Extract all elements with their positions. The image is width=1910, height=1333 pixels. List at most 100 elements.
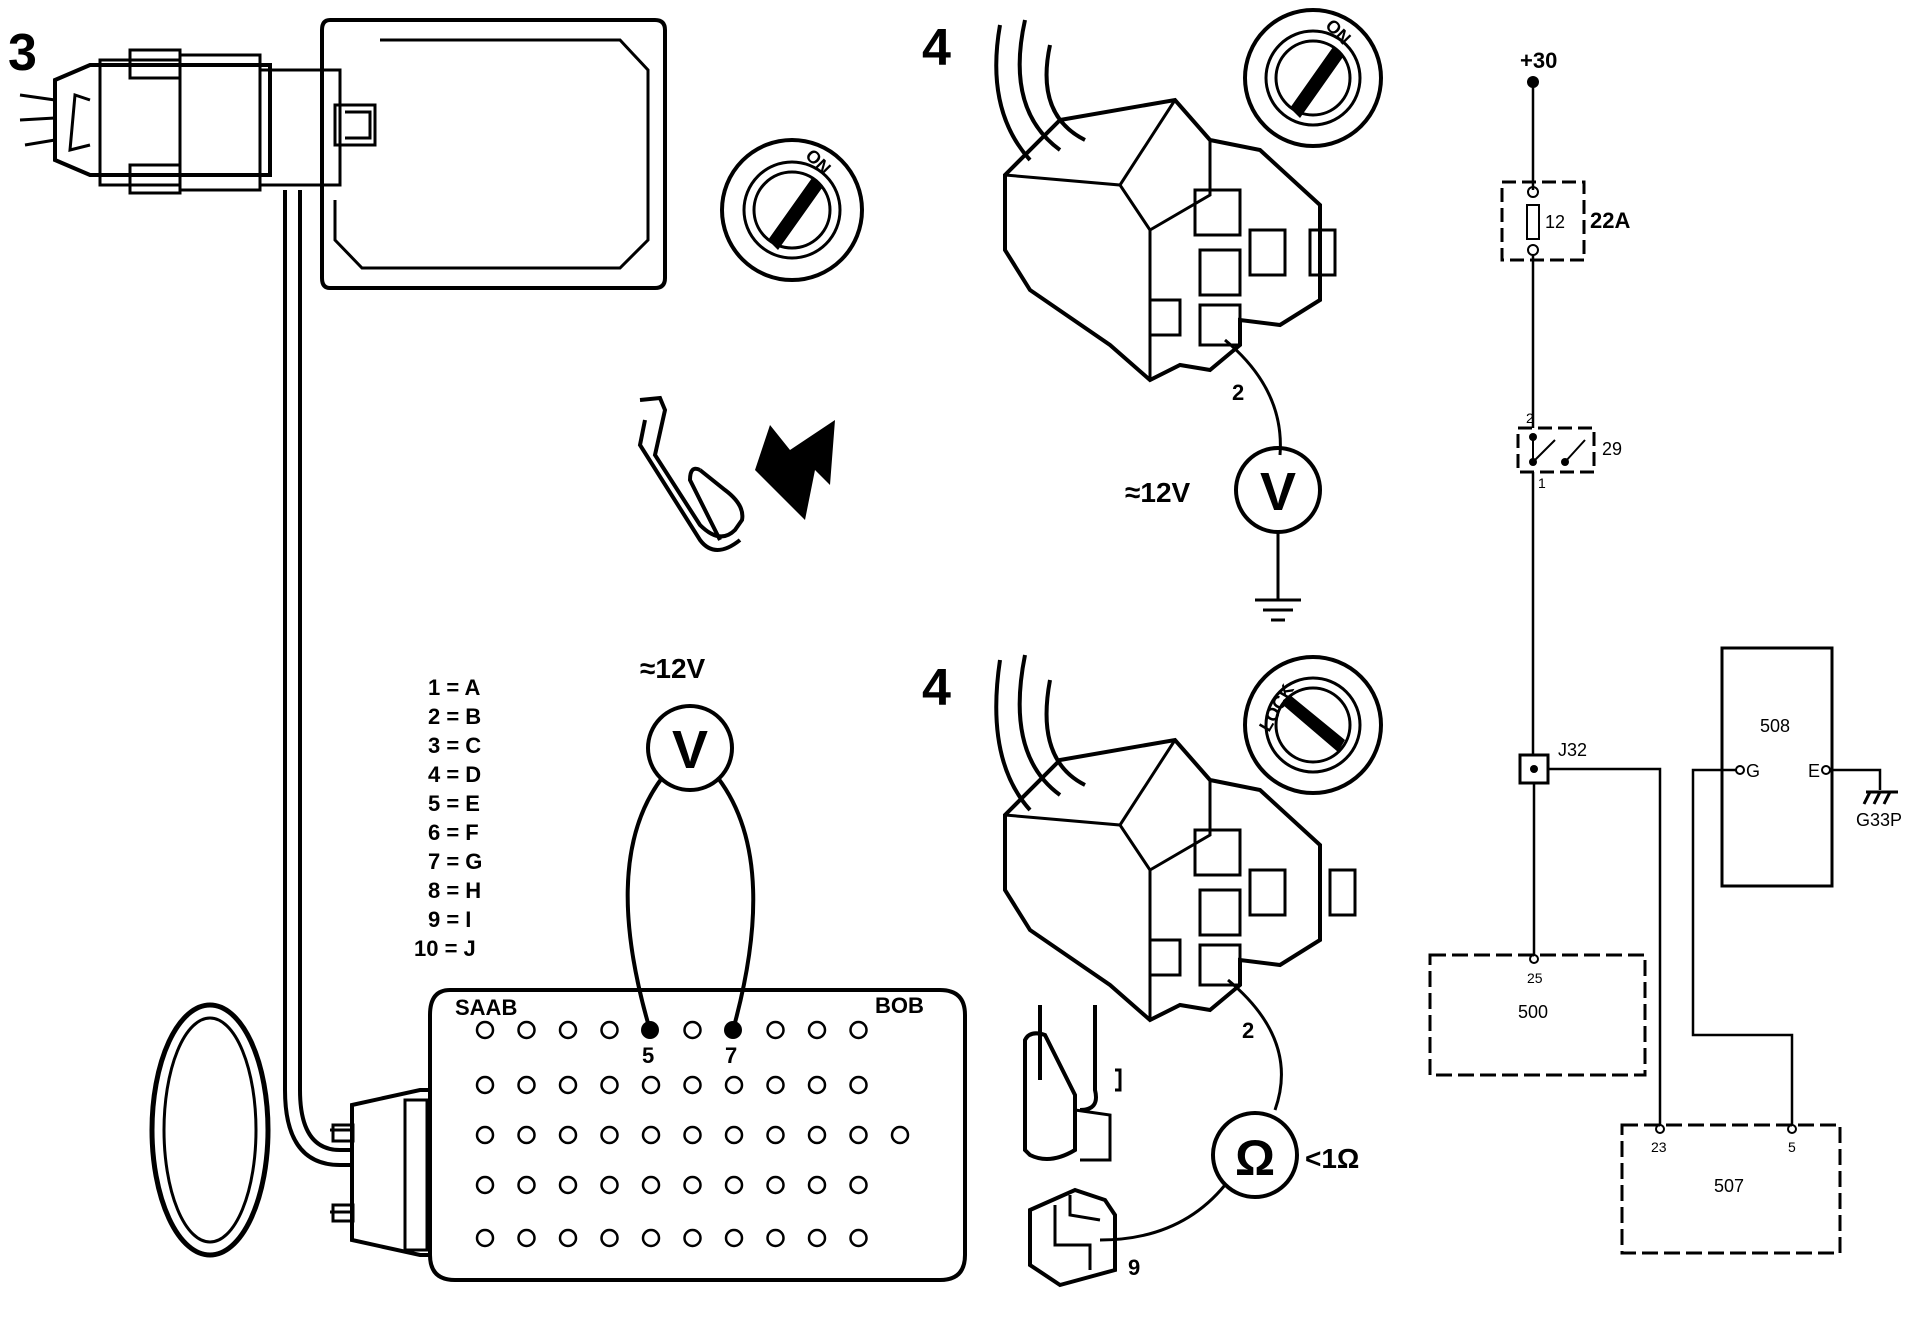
breakout-socket (807, 1175, 827, 1195)
pin-map-9: 9 = I (428, 907, 471, 932)
breakout-socket (641, 1075, 661, 1095)
ground-symbol-top (1255, 598, 1301, 622)
switch-label: 29 (1602, 439, 1622, 459)
breakout-socket (683, 1125, 702, 1145)
breakout-box: SAAB BOB 5 7 (428, 988, 967, 1282)
panel-4-bottom: 4 2 Ω <1Ω (922, 654, 1383, 1288)
breakout-socket (849, 1075, 868, 1095)
pin-map-legend: 1 = A 2 = B 3 = C 4 = D 5 = E 6 = F 7 = … (414, 675, 482, 961)
breakout-socket (849, 1020, 868, 1040)
voltmeter-symbol-top: V (1260, 462, 1296, 522)
breakout-socket (807, 1075, 827, 1095)
reading-ohm: <1Ω (1305, 1143, 1359, 1174)
voltmeter-symbol-breakout: V (672, 720, 708, 780)
breakout-socket (683, 1228, 702, 1248)
module-508-pin-e: E (1808, 761, 1820, 781)
module-507-pin-5: 5 (1788, 1139, 1796, 1155)
breakout-socket (600, 1075, 619, 1095)
breakout-socket (517, 1075, 536, 1095)
ignition-switch-on-left: ON (720, 138, 864, 282)
breakout-socket (475, 1175, 495, 1195)
breakout-socket (558, 1228, 578, 1248)
probe-pin-7: 7 (725, 1043, 737, 1068)
module-500: 25 500 (1428, 953, 1647, 1077)
pin-map-7: 7 = G (428, 849, 482, 874)
breakout-socket (641, 1228, 661, 1248)
module-507: 23 5 507 (1620, 1123, 1842, 1255)
breakout-socket (600, 1175, 619, 1195)
pin-map-10: 10 = J (414, 936, 476, 961)
ignition-switch-on-right: ON (1243, 8, 1383, 148)
breakout-socket (600, 1020, 619, 1040)
breakout-socket (683, 1020, 702, 1040)
breakout-socket (517, 1228, 536, 1248)
panel-3: 3 (8, 18, 967, 1282)
breakout-socket (766, 1125, 785, 1145)
breakout-socket (517, 1125, 536, 1145)
ohmmeter-symbol: Ω (1235, 1130, 1275, 1186)
voltmeter-breakout: ≈12V V (625, 653, 756, 1031)
module-500-pin: 25 (1527, 970, 1543, 986)
breakout-socket (641, 1125, 661, 1145)
pin-map-4: 4 = D (428, 762, 481, 787)
breakout-socket (890, 1125, 910, 1145)
breakout-socket (766, 1020, 785, 1040)
pin-map-3: 3 = C (428, 733, 481, 758)
step-3-number: 3 (8, 24, 37, 82)
breakout-socket (724, 1075, 744, 1095)
pin-map-6: 6 = F (428, 820, 479, 845)
junction-j32: J32 (1518, 740, 1587, 785)
breakout-socket (558, 1175, 578, 1195)
fuse-22a: 12 22A (1500, 180, 1630, 262)
connector-housing-top (1003, 97, 1337, 383)
breakout-socket (766, 1075, 785, 1095)
breakout-socket (683, 1175, 702, 1195)
step-4-bottom-number: 4 (922, 659, 951, 717)
pin-map-2: 2 = B (428, 704, 481, 729)
connector-top-pin-2: 2 (1232, 380, 1244, 405)
circuit-schematic: +30 12 22A 2 1 29 J32 (1428, 48, 1902, 1255)
breakout-socket (807, 1020, 827, 1040)
fuse-number: 12 (1545, 212, 1565, 232)
module-500-label: 500 (1518, 1002, 1548, 1022)
control-module-illustration (19, 18, 667, 290)
connector-housing-bottom (1003, 737, 1357, 1023)
junction-label: J32 (1558, 740, 1587, 760)
module-508: 508 G E (1720, 646, 1834, 888)
switch-pin-1: 1 (1538, 475, 1546, 491)
module-508-label: 508 (1760, 716, 1790, 736)
pin-map-5: 5 = E (428, 791, 480, 816)
breakout-socket (683, 1075, 702, 1095)
switch-pin-2: 2 (1526, 410, 1534, 426)
breakout-socket (724, 1175, 744, 1195)
module-507-pin-23: 23 (1651, 1139, 1667, 1155)
module-507-label: 507 (1714, 1176, 1744, 1196)
reading-12v-breakout: ≈12V (640, 653, 706, 684)
ground-label: G33P (1856, 810, 1902, 830)
breakout-sockets (475, 1020, 910, 1248)
breakout-socket (849, 1228, 868, 1248)
plug-parts-bottom (1023, 1005, 1122, 1288)
breakout-socket (849, 1175, 868, 1195)
breakout-socket (475, 1075, 495, 1095)
fuse-box-label: 22A (1590, 208, 1630, 233)
breakout-socket (807, 1228, 827, 1248)
breakout-cable (149, 190, 432, 1258)
pin-map-8: 8 = H (428, 878, 481, 903)
probe-pin-5: 5 (642, 1043, 654, 1068)
pedal-arrow-symbol (637, 395, 835, 552)
switch-29: 2 1 29 (1516, 410, 1622, 491)
breakout-socket (517, 1020, 536, 1040)
supply-label: +30 (1520, 48, 1557, 73)
breakout-socket (724, 1228, 744, 1248)
breakout-socket (475, 1125, 495, 1145)
breakout-socket (724, 1125, 744, 1145)
step-4-top-number: 4 (922, 19, 951, 77)
breakout-socket (600, 1228, 619, 1248)
breakout-socket (558, 1075, 578, 1095)
breakout-socket (600, 1125, 619, 1145)
breakout-socket (849, 1125, 868, 1145)
breakout-socket (766, 1175, 785, 1195)
